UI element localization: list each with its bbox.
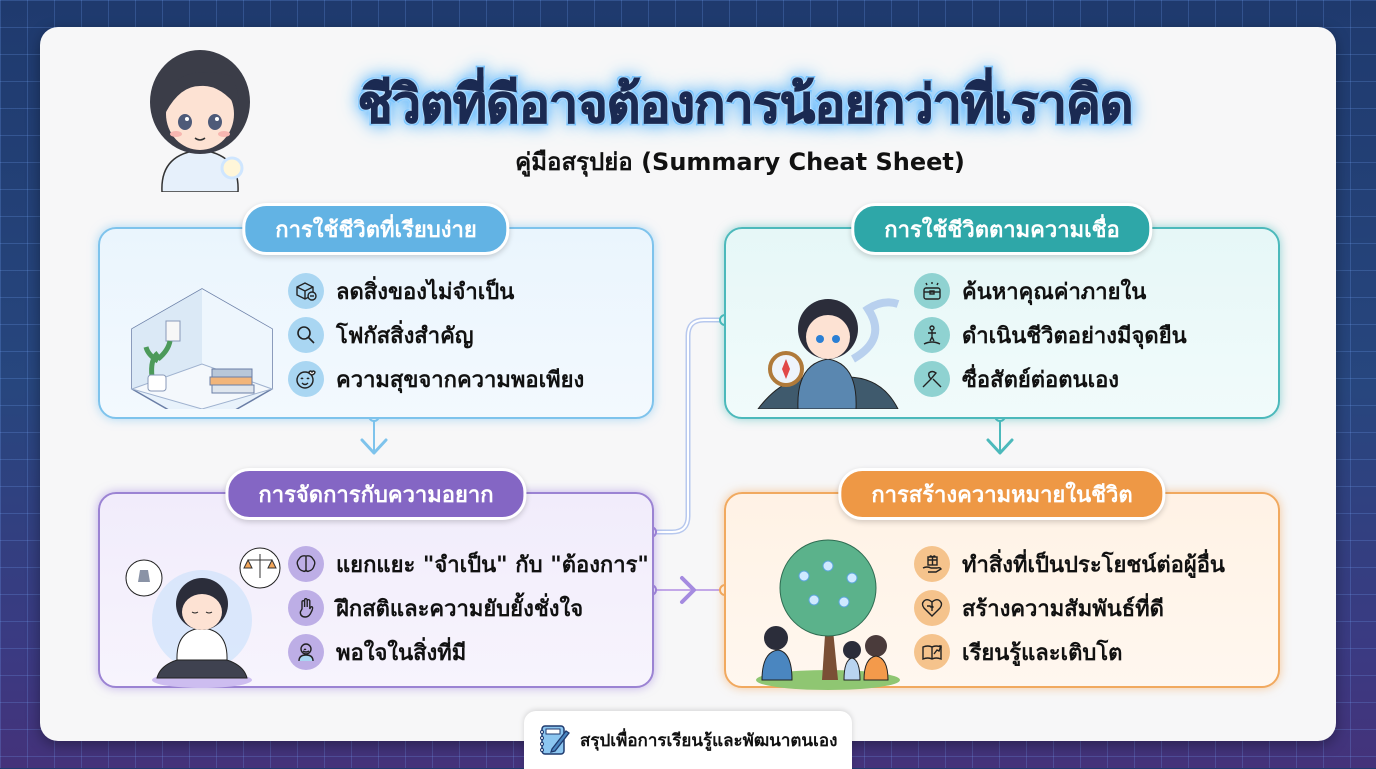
section-title-simple-living: การใช้ชีวิตที่เรียบง่าย <box>242 203 510 255</box>
list-item: สร้างความสัมพันธ์ที่ดี <box>914 586 1225 630</box>
treasure-chest-icon <box>914 273 950 309</box>
handshake-icon <box>914 361 950 397</box>
list-item: ซื่อสัตย์ต่อตนเอง <box>914 357 1187 401</box>
section-card-simple-living: การใช้ชีวิตที่เรียบง่าย ลดสิ่งของไม่จำเป… <box>98 203 654 419</box>
puzzle-heart-icon <box>914 590 950 626</box>
list-item: ลดสิ่งของไม่จำเป็น <box>288 269 584 313</box>
page-title: ชีวิตที่ดีอาจต้องการน้อยกว่าที่เราคิด <box>357 75 1134 136</box>
section-items-creating-meaning: ทำสิ่งที่เป็นประโยชน์ต่อผู้อื่น สร้างควา… <box>914 542 1225 674</box>
list-item: แยกแยะ "จำเป็น" กับ "ต้องการ" <box>288 542 649 586</box>
section-card-managing-desire: การจัดการกับความอยาก แยกแยะ "จำเป็น" กับ… <box>98 468 654 688</box>
hand-stop-icon <box>288 590 324 626</box>
section-title-creating-meaning: การสร้างความหมายในชีวิต <box>838 468 1166 520</box>
standing-person-icon <box>914 317 950 353</box>
box-minus-icon <box>288 273 324 309</box>
notebook-pencil-icon <box>540 725 570 755</box>
girl-mascot-icon <box>150 50 250 192</box>
section-items-living-by-belief: ค้นหาคุณค่าภายใน ดำเนินชีวิตอย่างมีจุดยื… <box>914 269 1187 401</box>
list-item: เรียนรู้และเติบโต <box>914 630 1225 674</box>
smile-heart-icon <box>288 361 324 397</box>
list-item: ความสุขจากความพอเพียง <box>288 357 584 401</box>
boy-with-compass-icon <box>757 298 900 409</box>
page-subtitle: คู่มือสรุปย่อ (Summary Cheat Sheet) <box>515 148 965 176</box>
footer-badge: สรุปเพื่อการเรียนรู้และพัฒนาตนเอง <box>524 711 852 769</box>
minimal-room-icon <box>130 288 274 409</box>
list-item: ดำเนินชีวิตอย่างมีจุดยืน <box>914 313 1187 357</box>
list-item: ทำสิ่งที่เป็นประโยชน์ต่อผู้อื่น <box>914 542 1225 586</box>
section-card-living-by-belief: การใช้ชีวิตตามความเชื่อ ค้นหาคุณค่าภายใน… <box>724 203 1280 419</box>
list-item: ค้นหาคุณค่าภายใน <box>914 269 1187 313</box>
gift-hand-icon <box>914 546 950 582</box>
book-growth-icon <box>914 634 950 670</box>
section-items-simple-living: ลดสิ่งของไม่จำเป็น โฟกัสสิ่งสำคัญ ความสุ… <box>288 269 584 401</box>
footer-label: สรุปเพื่อการเรียนรู้และพัฒนาตนเอง <box>580 730 838 751</box>
brain-icon <box>288 546 324 582</box>
section-items-managing-desire: แยกแยะ "จำเป็น" กับ "ต้องการ" ฝึกสติและค… <box>288 542 649 674</box>
magnifier-icon <box>288 317 324 353</box>
list-item: ฝึกสติและความยับยั้งชั่งใจ <box>288 586 649 630</box>
section-title-living-by-belief: การใช้ชีวิตตามความเชื่อ <box>851 203 1153 255</box>
meditating-person-icon <box>125 547 281 688</box>
section-card-creating-meaning: การสร้างความหมายในชีวิต ทำสิ่งที่เป็นประ… <box>724 468 1280 690</box>
section-title-managing-desire: การจัดการกับความอยาก <box>225 468 527 520</box>
planting-tree-icon <box>756 539 900 690</box>
content-person-icon <box>288 634 324 670</box>
list-item: โฟกัสสิ่งสำคัญ <box>288 313 584 357</box>
list-item: พอใจในสิ่งที่มี <box>288 630 649 674</box>
